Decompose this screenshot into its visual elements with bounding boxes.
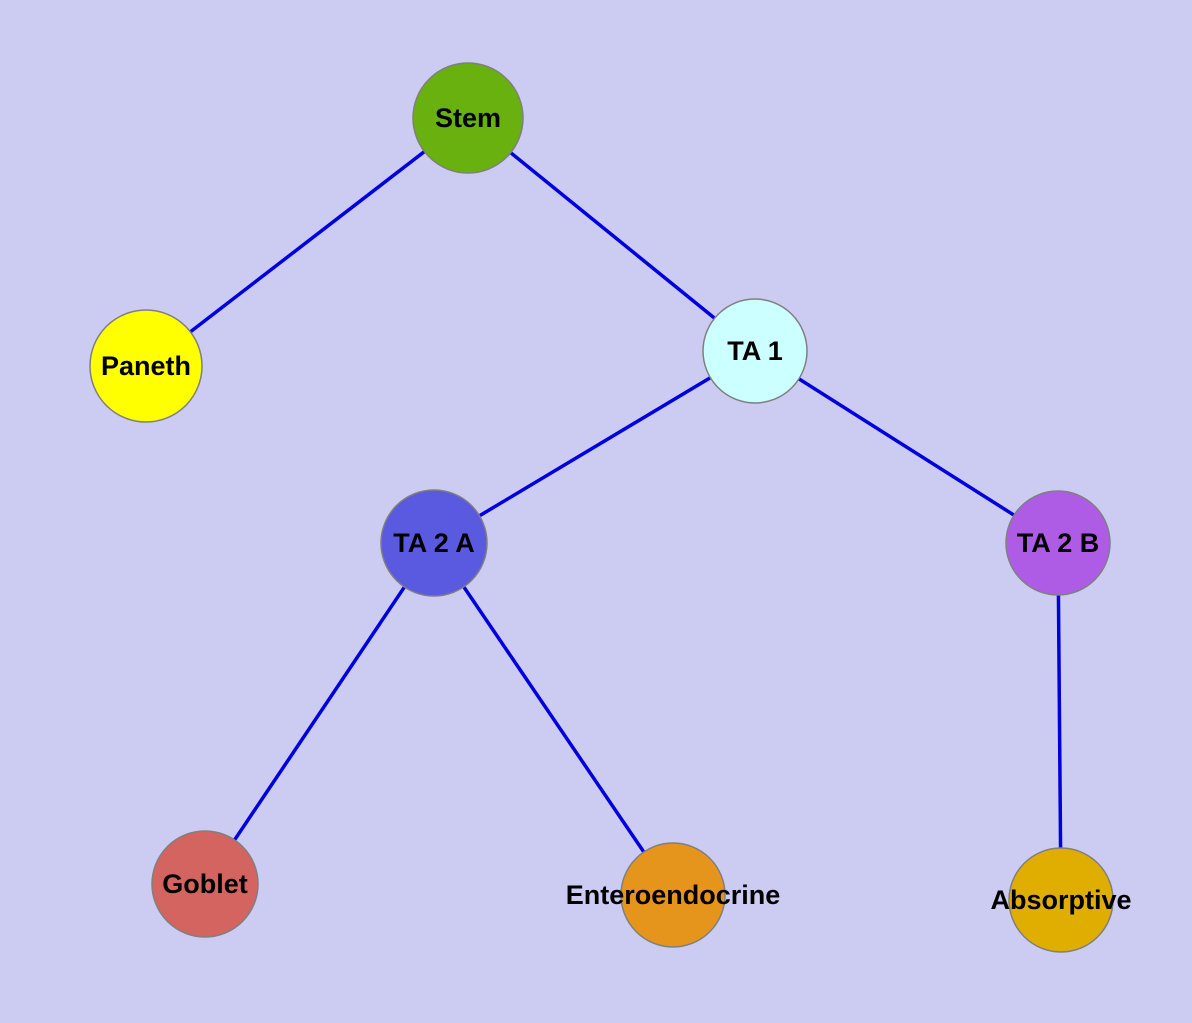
edge-ta2a-enteroendocrine	[432, 542, 675, 896]
node-label-ta2a: TA 2 A	[393, 528, 475, 558]
node-label-paneth: Paneth	[101, 351, 191, 381]
node-label-enteroendocrine: Enteroendocrine	[566, 880, 781, 910]
edge-stem-paneth	[144, 116, 470, 368]
node-label-goblet: Goblet	[162, 869, 248, 899]
node-ta2b	[1005, 490, 1111, 596]
edge-ta2a-goblet	[203, 542, 436, 885]
edge-ta1-ta2a	[433, 349, 756, 545]
node-stem	[412, 62, 524, 174]
edge-ta2b-absorptive	[1056, 542, 1063, 901]
node-paneth	[89, 309, 203, 423]
node-label-absorptive: Absorptive	[990, 885, 1131, 915]
node-absorptive	[1008, 847, 1114, 953]
edge-stem-ta1	[466, 116, 757, 353]
node-goblet	[151, 830, 259, 938]
edge-ta1-ta2b	[754, 349, 1059, 545]
node-ta1	[702, 298, 808, 404]
node-label-ta2b: TA 2 B	[1017, 528, 1100, 558]
node-label-stem: Stem	[435, 103, 501, 133]
node-ta2a	[380, 489, 488, 597]
node-enteroendocrine	[620, 842, 726, 948]
node-label-ta1: TA 1	[727, 336, 783, 366]
